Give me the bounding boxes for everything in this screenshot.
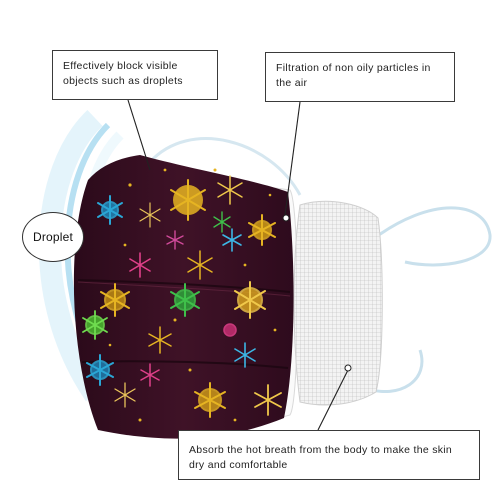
callout-block-droplets: Effectively block visible objects such a… bbox=[52, 50, 218, 100]
callout-target-dots bbox=[282, 214, 352, 372]
callout-absorb-breath-text: Absorb the hot breath from the body to m… bbox=[189, 444, 453, 471]
inner-mesh-layer bbox=[293, 200, 383, 406]
callout-absorb-breath: Absorb the hot breath from the body to m… bbox=[178, 430, 480, 480]
callout-block-droplets-text: Effectively block visible objects such a… bbox=[63, 60, 183, 87]
callout-filtration: Filtration of non oily particles in the … bbox=[265, 52, 455, 102]
droplet-badge-label: Droplet bbox=[32, 230, 74, 244]
callout-leader-lines bbox=[127, 99, 349, 431]
snowflake-pattern bbox=[82, 168, 282, 422]
mask-pleats bbox=[77, 279, 291, 369]
callout-filtration-text: Filtration of non oily particles in the … bbox=[276, 62, 431, 89]
droplet-icon: Droplet bbox=[22, 212, 84, 262]
